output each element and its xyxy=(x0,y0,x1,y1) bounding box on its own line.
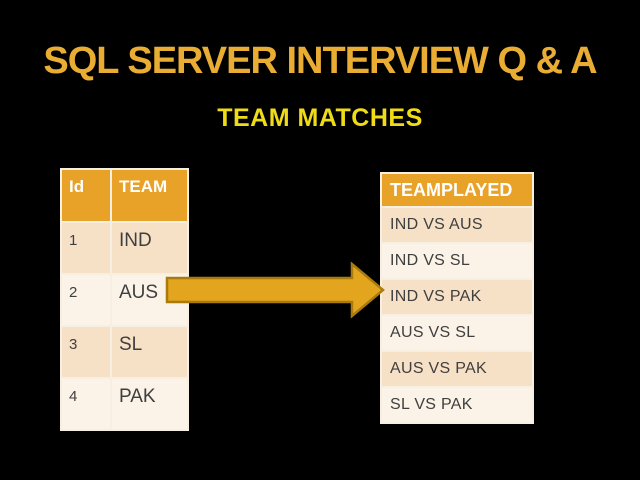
matches-table-header-row: TEAMPLAYED xyxy=(382,174,532,206)
team-cell: PAK xyxy=(112,379,187,429)
id-cell: 3 xyxy=(62,327,110,377)
match-cell: IND VS AUS xyxy=(382,208,532,242)
matches-table: TEAMPLAYED IND VS AUS IND VS SL IND VS P… xyxy=(380,172,534,424)
right-arrow-icon xyxy=(165,261,385,319)
page-subtitle: TEAM MATCHES xyxy=(217,104,423,132)
table-row: 4 PAK xyxy=(62,379,187,429)
page-title: SQL SERVER INTERVIEW Q & A xyxy=(43,40,597,82)
table-row: 3 SL xyxy=(62,327,187,377)
match-cell: AUS VS SL xyxy=(382,316,532,350)
team-table-header-row: Id TEAM xyxy=(62,170,187,221)
table-row: AUS VS SL xyxy=(382,316,532,350)
team-table-header-team: TEAM xyxy=(112,170,187,221)
table-row: AUS VS PAK xyxy=(382,352,532,386)
match-cell: IND VS PAK xyxy=(382,280,532,314)
table-row: 1 IND xyxy=(62,223,187,273)
team-table: Id TEAM 1 IND 2 AUS 3 SL 4 PAK xyxy=(60,168,189,431)
team-cell: IND xyxy=(112,223,187,273)
id-cell: 1 xyxy=(62,223,110,273)
match-cell: AUS VS PAK xyxy=(382,352,532,386)
table-row: IND VS AUS xyxy=(382,208,532,242)
table-row: IND VS PAK xyxy=(382,280,532,314)
match-cell: IND VS SL xyxy=(382,244,532,278)
team-cell: SL xyxy=(112,327,187,377)
team-table-header-id: Id xyxy=(62,170,110,221)
matches-table-header: TEAMPLAYED xyxy=(382,174,532,206)
id-cell: 4 xyxy=(62,379,110,429)
match-cell: SL VS PAK xyxy=(382,388,532,422)
id-cell: 2 xyxy=(62,275,110,325)
table-row: SL VS PAK xyxy=(382,388,532,422)
table-row: IND VS SL xyxy=(382,244,532,278)
